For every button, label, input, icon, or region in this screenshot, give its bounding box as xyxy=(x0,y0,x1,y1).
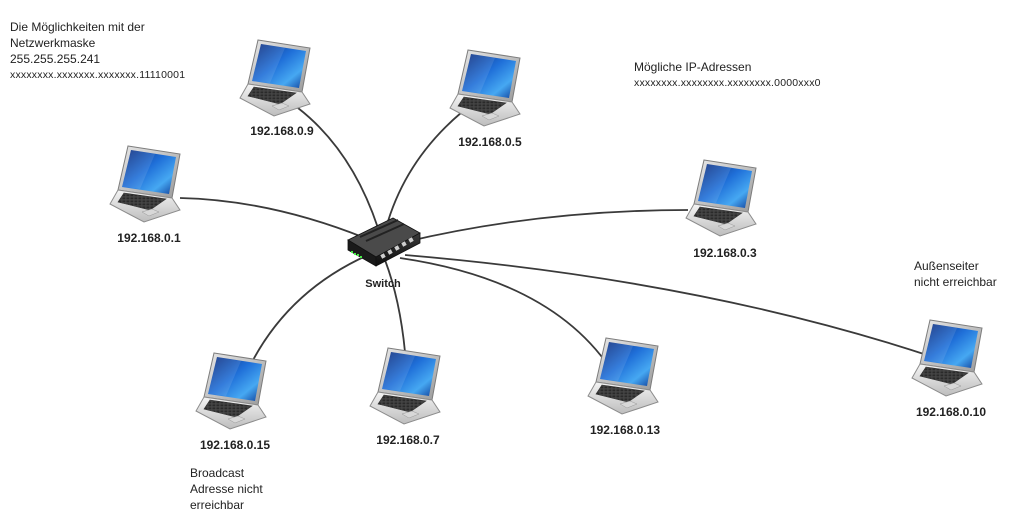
laptop-192-168-0-5: 192.168.0.5 xyxy=(449,49,522,149)
ip-label: 192.168.0.9 xyxy=(250,124,314,138)
laptop-icon xyxy=(449,49,521,127)
link-192-168-0-3 xyxy=(404,209,689,243)
laptop-192-168-0-10: 192.168.0.10 xyxy=(911,319,986,419)
outsider-note: Außenseiter nicht erreichbar xyxy=(914,258,997,290)
switch-icon xyxy=(347,217,421,267)
ip-label: 192.168.0.15 xyxy=(200,438,270,452)
netmask-note: Die Möglichkeiten mit der Netzwerkmaske … xyxy=(10,19,185,83)
laptop-icon xyxy=(109,145,181,223)
outsider-note-line1: Außenseiter xyxy=(914,259,979,273)
netmask-note-line3: 255.255.255.241 xyxy=(10,52,101,66)
link-192-168-0-7 xyxy=(384,259,406,353)
netmask-note-line2: Netzwerkmaske xyxy=(10,36,96,50)
laptop-icon xyxy=(369,347,441,425)
laptop-192-168-0-7: 192.168.0.7 xyxy=(369,347,441,447)
laptop-icon xyxy=(587,337,659,415)
switch-device: Switch xyxy=(347,217,421,290)
link-192-168-0-10 xyxy=(404,254,931,357)
laptop-192-168-0-3: 192.168.0.3 xyxy=(685,159,757,260)
ip-label: 192.168.0.10 xyxy=(916,405,986,419)
laptop-icon xyxy=(911,319,983,397)
link-192-168-0-9 xyxy=(297,107,379,229)
possible-ips-note-line1: Mögliche IP-Adressen xyxy=(634,60,752,74)
broadcast-note-line2: Adresse nicht xyxy=(190,482,263,496)
laptop-icon xyxy=(685,159,757,237)
link-192-168-0-1 xyxy=(179,197,366,239)
broadcast-note-line3: erreichbar xyxy=(190,498,245,512)
laptop-192-168-0-9: 192.168.0.9 xyxy=(239,39,314,138)
link-192-168-0-13 xyxy=(399,257,611,369)
connection-lines xyxy=(179,107,931,369)
outsider-note-line2: nicht erreichbar xyxy=(914,275,997,289)
ip-label: 192.168.0.13 xyxy=(590,423,660,437)
broadcast-note: Broadcast Adresse nicht erreichbar xyxy=(190,465,263,513)
netmask-note-line1: Die Möglichkeiten mit der xyxy=(10,20,145,34)
ip-label: 192.168.0.7 xyxy=(376,433,440,447)
netmask-note-line4: xxxxxxxx.xxxxxxx.xxxxxxx.11110001 xyxy=(10,69,186,81)
ip-label: 192.168.0.5 xyxy=(458,135,522,149)
link-192-168-0-5 xyxy=(385,111,463,229)
laptop-icon xyxy=(195,352,267,430)
laptop-192-168-0-13: 192.168.0.13 xyxy=(587,337,660,437)
ip-label: 192.168.0.3 xyxy=(693,246,757,260)
ip-label: 192.168.0.1 xyxy=(117,231,181,245)
possible-ips-note-line2: xxxxxxxx.xxxxxxxx.xxxxxxxx.0000xxx0 xyxy=(634,77,821,89)
laptop-192-168-0-15: 192.168.0.15 xyxy=(195,352,270,452)
laptop-icon xyxy=(239,39,311,117)
broadcast-note-line1: Broadcast xyxy=(190,466,245,480)
switch-label: Switch xyxy=(365,278,401,290)
link-192-168-0-15 xyxy=(251,254,369,363)
possible-ips-note: Mögliche IP-Adressen xxxxxxxx.xxxxxxxx.x… xyxy=(634,59,821,91)
laptop-192-168-0-1: 192.168.0.1 xyxy=(109,145,181,245)
